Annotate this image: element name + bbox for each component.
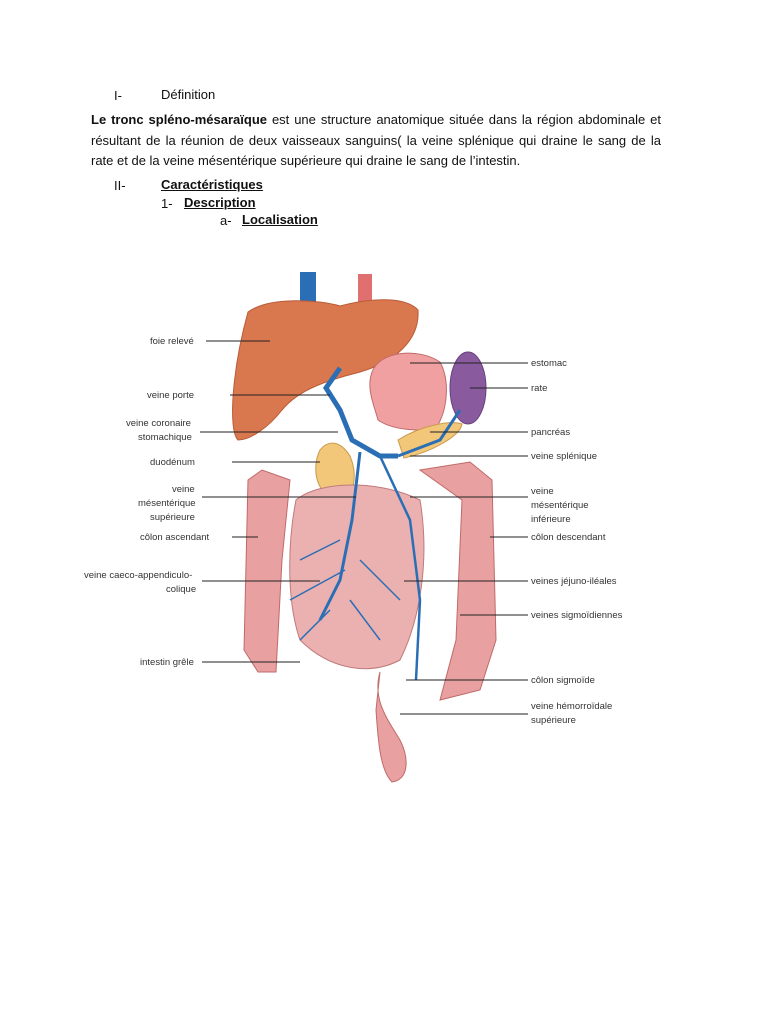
superior-mesenteric-vein-shape	[318, 451, 362, 621]
section-2-number: II-	[114, 178, 126, 193]
label-duodenum: duodénum	[150, 457, 195, 468]
stomach-shape	[369, 352, 447, 431]
sigmoid-colon-shape	[375, 671, 407, 783]
descending-colon-shape	[418, 461, 497, 701]
label-intestin-grele: intestin grêle	[140, 657, 194, 668]
label-colon-ascendant: côlon ascendant	[140, 532, 210, 543]
section-2-title: Caractéristiques	[161, 177, 263, 192]
label-veines-sigmoidiennes: veines sigmoïdiennes	[531, 610, 623, 621]
liver-shape	[232, 299, 419, 441]
section-1-title: Définition	[161, 87, 216, 102]
label-rate: rate	[531, 383, 547, 394]
label-veine-splenique: veine splénique	[531, 451, 597, 462]
definition-term: Le tronc spléno-mésaraïque	[91, 112, 268, 127]
label-mes-inf-3: inférieure	[531, 514, 571, 525]
inferior-mesenteric-vein-shape	[378, 455, 422, 681]
subsubsection-title: Localisation	[242, 212, 318, 227]
section-1-number: I-	[114, 88, 122, 103]
definition-paragraph: Le tronc spléno-mésaraïque est une struc…	[91, 110, 661, 172]
portal-vein-shape	[322, 366, 398, 459]
label-hemorroidale-1: veine hémorroïdale	[531, 701, 612, 712]
definition-text: est une structure anatomique située dans…	[91, 112, 661, 168]
label-veine-porte: veine porte	[147, 390, 194, 401]
splenic-vein-shape	[397, 409, 462, 458]
label-pancreas: pancréas	[531, 427, 570, 438]
label-mes-inf-2: mésentérique	[531, 500, 589, 511]
label-veines-jejuno: veines jéjuno-iléales	[531, 576, 617, 587]
jejuno-ileal-veins-shape	[289, 539, 401, 641]
label-hemorroidale-2: supérieure	[531, 715, 576, 726]
label-caeco-1: veine caeco-appendiculo-	[84, 570, 192, 581]
subsection-1-number: 1-	[161, 196, 173, 211]
duodenum-shape	[315, 442, 355, 499]
label-mes-sup-2: mésentérique	[138, 498, 196, 509]
subsubsection-number: a-	[220, 213, 232, 228]
label-estomac: estomac	[531, 358, 567, 369]
subsection-1-title: Description	[184, 195, 256, 210]
label-mes-sup-3: supérieure	[150, 512, 195, 523]
label-coronaire-2: stomachique	[138, 432, 192, 443]
small-intestine-shape	[289, 484, 425, 670]
label-colon-descendant: côlon descendant	[531, 532, 606, 543]
label-caeco-2: colique	[166, 584, 196, 595]
label-mes-sup-1: veine	[172, 484, 195, 495]
label-foie: foie relevé	[150, 336, 194, 347]
label-mes-inf-1: veine	[531, 486, 554, 497]
label-coronaire-1: veine coronaire	[126, 418, 191, 429]
label-colon-sigmoide: côlon sigmoïde	[531, 675, 595, 686]
ascending-colon-shape	[243, 469, 291, 673]
